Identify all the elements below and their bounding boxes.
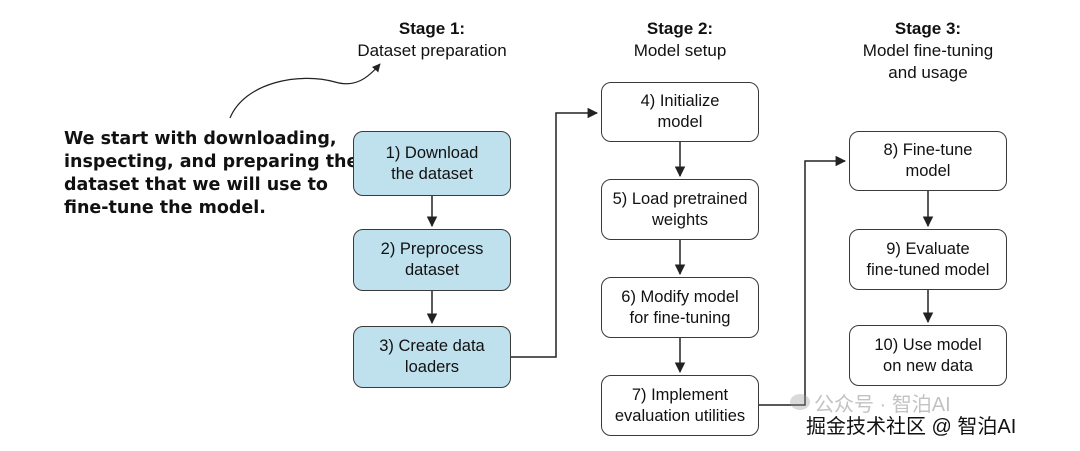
stage-2-header: Stage 2: Model setup <box>600 18 760 62</box>
step-label: 6) Modify model <box>621 287 739 306</box>
step-label: dataset <box>404 261 460 279</box>
stage-3-header: Stage 3: Model fine-tuning and usage <box>838 18 1018 84</box>
step-5-load-pretrained-weights: 5) Load pretrained weights <box>601 179 759 240</box>
step-8-fine-tune-model: 8) Fine-tune model <box>849 131 1007 191</box>
arrow-7-to-8 <box>759 155 847 406</box>
step-3-create-data-loaders: 3) Create data loaders <box>353 326 511 388</box>
wechat-icon <box>790 394 810 410</box>
step-6-modify-model: 6) Modify model for fine-tuning <box>601 277 759 338</box>
step-1-download-dataset: 1) Download the dataset <box>353 131 511 196</box>
step-9-evaluate-fine-tuned-model: 9) Evaluate fine-tuned model <box>849 229 1007 290</box>
step-label: 8) Fine-tune <box>883 141 973 159</box>
step-label: model <box>657 113 703 131</box>
stage-2-title: Stage 2: <box>646 19 714 38</box>
stage-3-title: Stage 3: <box>894 19 962 38</box>
annotation-line: We start with downloading, <box>64 129 337 149</box>
step-label: weights <box>652 210 708 229</box>
step-label: for fine-tuning <box>629 308 731 327</box>
step-label: 2) Preprocess <box>380 240 484 258</box>
annotation-line: dataset that we will use to <box>64 175 328 195</box>
step-label: loaders <box>404 358 460 376</box>
step-label: model <box>905 162 951 180</box>
step-label: the dataset <box>391 164 473 183</box>
annotation-line: inspecting, and preparing the <box>64 152 359 172</box>
stage-3-subtitle-line-1: Model fine-tuning <box>862 41 994 60</box>
stage-2-subtitle: Model setup <box>633 41 727 60</box>
stage-3-subtitle-line-2: and usage <box>888 63 968 82</box>
step-10-use-model-on-new-data: 10) Use model on new data <box>849 325 1007 386</box>
step-label: evaluation utilities <box>614 406 746 425</box>
watermark-line-2: 掘金技术社区 @ 智泊AI <box>806 416 1017 438</box>
annotation-arrow <box>229 63 381 119</box>
step-4-initialize-model: 4) Initialize model <box>601 82 759 142</box>
step-2-preprocess-dataset: 2) Preprocess dataset <box>353 229 511 291</box>
annotation-note: We start with downloading, inspecting, a… <box>64 128 364 220</box>
step-label: 3) Create data <box>379 337 485 355</box>
step-label: fine-tuned model <box>866 260 990 279</box>
step-label: 7) Implement <box>631 385 729 404</box>
stage-1-subtitle: Dataset preparation <box>357 41 507 60</box>
step-label: 9) Evaluate <box>886 239 970 258</box>
step-label: 1) Download <box>385 143 479 162</box>
annotation-line: fine-tune the model. <box>64 198 266 218</box>
step-label: 4) Initialize <box>640 92 720 110</box>
step-label: on new data <box>883 356 973 375</box>
stage-1-title: Stage 1: <box>398 19 466 38</box>
step-7-implement-evaluation-utilities: 7) Implement evaluation utilities <box>601 375 759 436</box>
stage-1-header: Stage 1: Dataset preparation <box>342 18 522 62</box>
step-label: 5) Load pretrained <box>612 189 748 208</box>
step-label: 10) Use model <box>874 335 982 354</box>
arrow-3-to-4 <box>511 107 599 358</box>
watermark-line-1: 公众号 · 智泊AI <box>814 394 951 416</box>
